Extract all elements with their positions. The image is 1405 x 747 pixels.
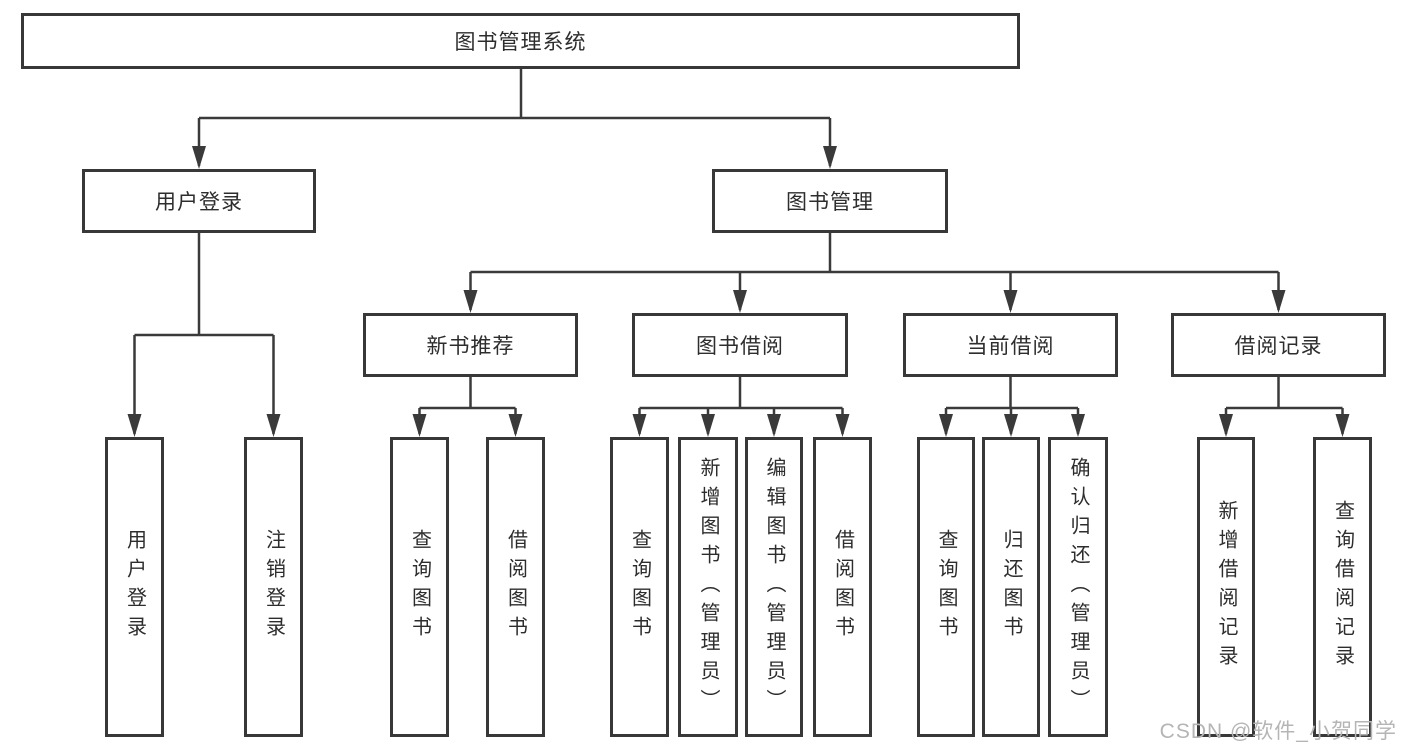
- connector-borrow-record-children: [1224, 377, 1344, 434]
- leaf-add-borrow-record: 新增借阅记录: [1197, 437, 1255, 737]
- leaf-user-login: 用户登录: [105, 437, 164, 737]
- leaf-label: 新增图书（管理员）: [697, 456, 719, 718]
- leaf-label: 注销登录: [262, 529, 285, 645]
- arrow-down-icon: [127, 414, 142, 437]
- leaf-label: 查询图书: [408, 529, 431, 645]
- arrow-down-icon: [1004, 414, 1018, 437]
- arrow-down-icon: [1335, 414, 1350, 437]
- leaf-borrow-books: 借阅图书: [813, 437, 872, 737]
- leaf-label: 用户登录: [123, 529, 146, 645]
- connector-book-mgmt-categories: [469, 233, 1280, 310]
- leaf-label: 查询图书: [935, 529, 957, 645]
- leaf-edit-book-admin: 编辑图书（管理员）: [745, 437, 803, 737]
- arrow-down-icon: [1271, 290, 1286, 313]
- arrow-down-icon: [463, 290, 478, 313]
- arrow-down-icon: [266, 414, 281, 437]
- node-user-login: 用户登录: [82, 169, 316, 233]
- connector-root-to-level2: [197, 69, 832, 166]
- leaf-logout: 注销登录: [244, 437, 303, 737]
- leaf-add-book-admin: 新增图书（管理员）: [678, 437, 738, 737]
- leaf-query-books-recommend: 查询图书: [390, 437, 449, 737]
- node-root-system: 图书管理系统: [21, 13, 1020, 69]
- arrow-down-icon: [767, 414, 781, 437]
- leaf-confirm-return-admin: 确认归还（管理员）: [1048, 437, 1108, 737]
- node-book-borrow: 图书借阅: [632, 313, 848, 377]
- arrow-down-icon: [939, 414, 953, 437]
- leaf-label: 新增借阅记录: [1215, 500, 1237, 674]
- node-new-book-recommend: 新书推荐: [363, 313, 578, 377]
- leaf-label: 查询借阅记录: [1331, 500, 1354, 674]
- arrow-down-icon: [701, 414, 715, 437]
- csdn-watermark: CSDN @软件_小贺同学: [1159, 720, 1397, 743]
- arrow-down-icon: [823, 146, 837, 169]
- arrow-down-icon: [192, 146, 206, 169]
- leaf-return-book: 归还图书: [982, 437, 1040, 737]
- connector-book-borrow-children: [638, 377, 844, 434]
- connector-lines: [133, 69, 1344, 434]
- arrow-down-icon: [412, 414, 427, 437]
- arrow-down-icon: [835, 414, 850, 437]
- arrow-down-icon: [508, 414, 523, 437]
- node-book-management: 图书管理: [712, 169, 948, 233]
- arrow-down-icon: [1071, 414, 1085, 437]
- leaf-query-borrow-record: 查询借阅记录: [1313, 437, 1372, 737]
- node-borrow-records: 借阅记录: [1171, 313, 1386, 377]
- arrow-down-icon: [1219, 414, 1233, 437]
- leaf-label: 归还图书: [1000, 529, 1022, 645]
- arrow-down-icon: [1003, 290, 1018, 313]
- leaf-borrow-books-recommend: 借阅图书: [486, 437, 545, 737]
- leaf-query-books-current: 查询图书: [917, 437, 975, 737]
- leaf-label: 借阅图书: [504, 529, 527, 645]
- leaf-label: 借阅图书: [831, 529, 854, 645]
- leaf-query-books-borrow: 查询图书: [610, 437, 669, 737]
- node-current-borrow: 当前借阅: [903, 313, 1118, 377]
- leaf-label: 编辑图书（管理员）: [763, 456, 785, 718]
- arrow-down-icon: [733, 290, 747, 313]
- leaf-label: 确认归还（管理员）: [1067, 456, 1089, 718]
- connector-current-borrow-children: [944, 377, 1080, 434]
- leaf-label: 查询图书: [628, 529, 651, 645]
- connector-new-book-children: [418, 377, 517, 434]
- connector-user-login-children: [133, 233, 275, 434]
- arrow-down-icon: [632, 414, 647, 437]
